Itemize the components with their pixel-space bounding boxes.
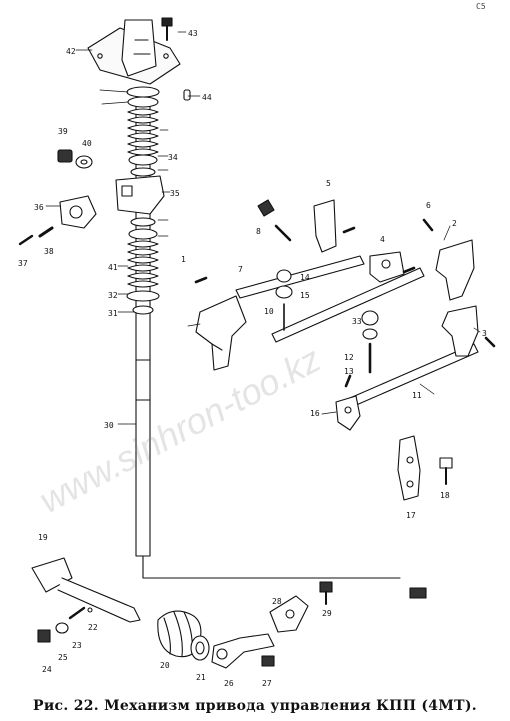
pin-37 [18,234,34,246]
joint-28 [269,595,309,633]
pin-38 [38,226,54,238]
spring-upper-41 [127,108,159,156]
callout-14: 14 [300,273,310,282]
pin-44 [183,89,191,101]
callout-31: 31 [108,309,118,318]
pins-6 [194,218,496,388]
callout-39: 39 [58,127,68,136]
callout-7: 7 [238,265,243,274]
fork-head-4 [369,251,405,283]
lever-36 [59,195,97,229]
bracket-17 [397,435,421,501]
callout-2: 2 [452,219,457,228]
callout-12: 12 [344,353,354,362]
callout-1: 1 [181,255,186,264]
bolt-43 [161,17,173,41]
leader-lines [45,31,481,425]
callout-27: 27 [262,679,272,688]
callout-28: 28 [272,597,282,606]
callout-6: 6 [426,201,431,210]
corner-label: С5 [476,2,486,11]
callout-4: 4 [380,235,385,244]
fork-head-5 [313,199,337,253]
callout-42: 42 [66,47,76,56]
bushing-21 [190,635,210,661]
callout-37: 37 [18,259,28,268]
callout-3: 3 [482,329,487,338]
shift-block-35 [115,175,165,215]
interlock-bracket-16 [335,395,361,431]
callout-38: 38 [44,247,54,256]
callout-16: 16 [310,409,320,418]
callout-13: 13 [344,367,354,376]
callout-24: 24 [42,665,52,674]
detent-spring-plug-right [361,310,379,374]
bolt-27 [261,655,275,667]
bolt-small-right [409,587,427,599]
callout-41: 41 [108,263,118,272]
shift-rod-middle [271,267,425,343]
callout-21: 21 [196,673,206,682]
callout-23: 23 [72,641,82,650]
callout-30: 30 [104,421,114,430]
callout-44: 44 [202,93,212,102]
extension-rod-19 [31,557,141,623]
bolt-24-25 [37,622,69,643]
shift-rod-7 [235,255,365,299]
callout-43: 43 [188,29,198,38]
callout-5: 5 [326,179,331,188]
callout-40: 40 [82,139,92,148]
callout-19: 19 [38,533,48,542]
callout-17: 17 [406,511,416,520]
callout-33: 33 [352,317,362,326]
callout-10: 10 [264,307,274,316]
shift-shaft-30 [135,101,401,579]
plug-39 [57,149,73,163]
callout-8: 8 [256,227,261,236]
callout-26: 26 [224,679,234,688]
callout-32: 32 [108,291,118,300]
bolt-29 [319,581,333,605]
callout-34: 34 [168,153,178,162]
callout-29: 29 [322,609,332,618]
lever-26 [211,633,275,669]
gearshift-mechanism-diagram: 1 2 3 4 5 6 7 8 10 11 12 13 14 15 16 17 … [18,17,496,688]
washer-40 [75,155,93,169]
washers-31-32-34 [126,86,160,315]
shift-lever-housing [87,19,181,85]
shift-fork-2 [435,239,475,301]
callout-numbers: 1 2 3 4 5 6 7 8 10 11 12 13 14 15 16 17 … [18,29,487,688]
pin-23-22 [68,606,93,620]
callout-18: 18 [440,491,450,500]
callout-20: 20 [160,661,170,670]
callout-11: 11 [412,391,422,400]
callout-15: 15 [300,291,310,300]
shift-fork-3 [441,305,479,357]
callout-22: 22 [88,623,98,632]
callout-35: 35 [170,189,180,198]
bolt-18 [439,457,453,485]
callout-36: 36 [34,203,44,212]
spring-lower-41 [127,240,159,288]
figure-caption: Рис. 22. Механизм привода управления КПП… [33,698,477,714]
callout-25: 25 [58,653,68,662]
shift-fork-1 [195,295,247,371]
detent-spring-plug-left [257,199,293,331]
